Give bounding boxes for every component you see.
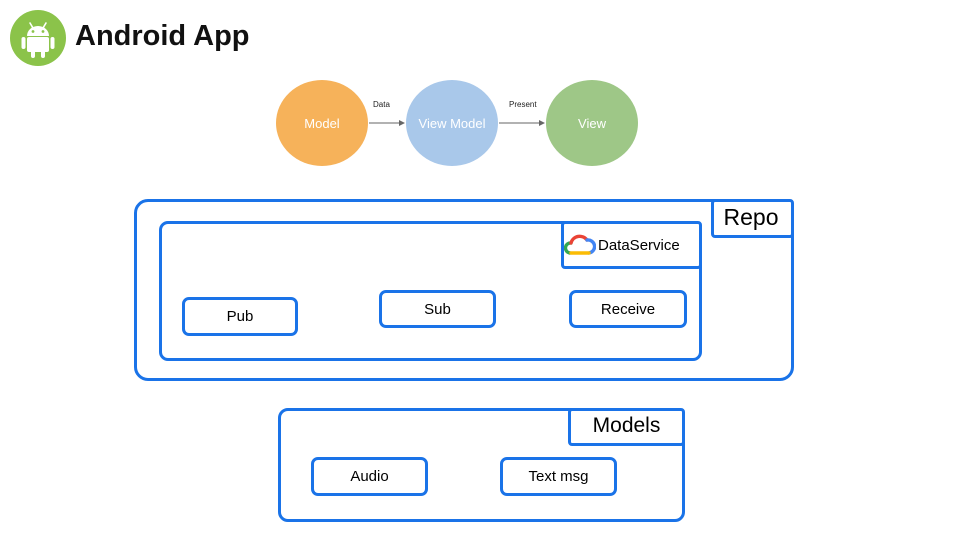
view-model-node: View Model: [406, 80, 498, 166]
page-title: Android App: [75, 20, 250, 52]
view-node: View: [546, 80, 638, 166]
receive-node: Receive: [569, 290, 687, 328]
view-model-label: View Model: [418, 115, 486, 131]
data-service-label: DataService: [598, 237, 680, 254]
edge-label-present: Present: [509, 100, 537, 109]
data-service-tag: [561, 221, 702, 269]
pub-node: Pub: [182, 297, 298, 336]
android-robot-icon: [10, 10, 66, 66]
text-msg-label: Text msg: [528, 468, 589, 485]
models-label: Models: [592, 414, 661, 437]
view-label: View: [578, 115, 606, 131]
repo-tag: [711, 199, 794, 238]
text-msg-node: Text msg: [500, 457, 617, 496]
sub-node: Sub: [379, 290, 496, 328]
pub-label: Pub: [226, 308, 254, 325]
sub-label: Sub: [424, 300, 451, 318]
model-label: Model: [304, 115, 340, 131]
models-tag: [568, 408, 685, 446]
model-node: Model: [276, 80, 368, 166]
repo-label: Repo: [723, 204, 779, 230]
google-cloud-icon: [564, 234, 596, 255]
edge-label-data: Data: [373, 100, 390, 109]
audio-label: Audio: [350, 468, 389, 485]
audio-node: Audio: [311, 457, 428, 496]
receive-label: Receive: [600, 300, 656, 318]
